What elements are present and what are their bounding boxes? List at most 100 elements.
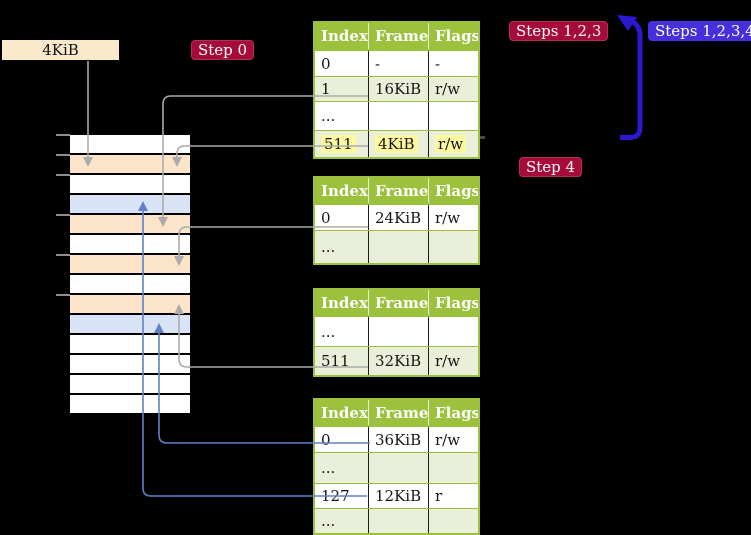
memory-frame-7 bbox=[70, 275, 190, 295]
table-cell: r/w bbox=[428, 131, 478, 157]
table-row: 0 -- bbox=[315, 49, 478, 76]
table-cell: 1 bbox=[321, 80, 331, 98]
column-header: Index bbox=[321, 403, 368, 422]
table-row: ... bbox=[315, 230, 478, 263]
column-header: Frame bbox=[368, 178, 428, 203]
table-cell: r/w bbox=[428, 77, 478, 101]
arrow-tail-mark bbox=[480, 136, 485, 139]
table-cell: - bbox=[428, 51, 478, 76]
table-cell bbox=[368, 317, 428, 346]
table-cell bbox=[428, 231, 478, 263]
memory-frame-6 bbox=[70, 255, 190, 275]
memory-frame-1 bbox=[70, 155, 190, 175]
highlighted-value: 511 bbox=[321, 135, 356, 153]
column-header: Index bbox=[321, 27, 368, 45]
table-cell: 0 bbox=[321, 430, 331, 449]
column-header: Frame bbox=[368, 400, 428, 425]
table-cell: 127 bbox=[321, 487, 350, 505]
memory-frame-8 bbox=[70, 295, 190, 315]
table-cell: r bbox=[428, 484, 478, 508]
memory-tick bbox=[56, 154, 70, 156]
memory-frame-10 bbox=[70, 335, 190, 355]
column-header: Flags bbox=[428, 290, 478, 315]
memory-frame-5 bbox=[70, 235, 190, 255]
memory-frame-9 bbox=[70, 315, 190, 335]
table-cell bbox=[368, 453, 428, 483]
table-cell: 32KiB bbox=[368, 347, 428, 375]
step0-badge: Step 0 bbox=[191, 40, 255, 60]
step4-badge: Step 4 bbox=[519, 157, 583, 177]
column-header: Index bbox=[321, 293, 368, 312]
memory-strip bbox=[70, 135, 190, 415]
table-cell: 0 bbox=[321, 54, 331, 73]
table-cell bbox=[428, 102, 478, 130]
recursive-arrow-shaft bbox=[620, 18, 643, 140]
memory-frame-2 bbox=[70, 175, 190, 195]
table-row: ... bbox=[315, 508, 478, 533]
table-cell: 16KiB bbox=[368, 77, 428, 101]
table-cell: 511 bbox=[315, 131, 368, 157]
table-cell: r/w bbox=[428, 347, 478, 375]
table-cell bbox=[428, 453, 478, 483]
table-cell: 511 bbox=[321, 352, 350, 370]
memory-tick bbox=[56, 214, 70, 216]
table-cell bbox=[428, 317, 478, 346]
table-cell: r/w bbox=[428, 427, 478, 452]
memory-frame-13 bbox=[70, 395, 190, 415]
column-header: Frame bbox=[368, 290, 428, 315]
steps1234-badge: Steps 1,2,3,4 bbox=[648, 21, 751, 41]
recursive-arrow-head bbox=[617, 15, 637, 31]
table-cell bbox=[368, 509, 428, 533]
table-cell: 24KiB bbox=[368, 205, 428, 230]
memory-frame-11 bbox=[70, 355, 190, 375]
table-cell: 0 bbox=[321, 208, 331, 227]
column-header: Flags bbox=[428, 178, 478, 203]
table-cell bbox=[368, 231, 428, 263]
table-cell: ... bbox=[321, 238, 336, 256]
table-cell: ... bbox=[321, 459, 336, 477]
column-header: Flags bbox=[428, 23, 478, 49]
memory-frame-0 bbox=[70, 135, 190, 155]
memory-tick bbox=[56, 254, 70, 256]
column-header: Frame bbox=[368, 23, 428, 49]
steps123-badge: Steps 1,2,3 bbox=[509, 21, 609, 41]
table-cell: 4KiB bbox=[368, 131, 428, 157]
memory-frame-4 bbox=[70, 215, 190, 235]
table-cell: ... bbox=[321, 512, 336, 530]
table-cell: - bbox=[368, 51, 428, 76]
memory-frame-3 bbox=[70, 195, 190, 215]
highlighted-value: r/w bbox=[435, 135, 467, 153]
table-cell: ... bbox=[321, 107, 336, 125]
table-cell: r/w bbox=[428, 205, 478, 230]
memory-frame-12 bbox=[70, 375, 190, 395]
column-header: Flags bbox=[428, 400, 478, 425]
table-cell: 36KiB bbox=[368, 427, 428, 452]
memory-tick bbox=[56, 174, 70, 176]
memory-tick bbox=[56, 134, 70, 136]
table-row: ... bbox=[315, 315, 478, 346]
table-cell: ... bbox=[321, 322, 336, 341]
table-row: ... bbox=[315, 452, 478, 483]
table-cell: 12KiB bbox=[368, 484, 428, 508]
table-row: ... bbox=[315, 101, 478, 130]
table-cell bbox=[368, 102, 428, 130]
table-cell bbox=[428, 509, 478, 533]
frame-size-label: 4KiB bbox=[2, 40, 119, 60]
memory-tick bbox=[56, 294, 70, 296]
column-header: Index bbox=[321, 181, 368, 200]
highlighted-value: 4KiB bbox=[375, 135, 418, 153]
